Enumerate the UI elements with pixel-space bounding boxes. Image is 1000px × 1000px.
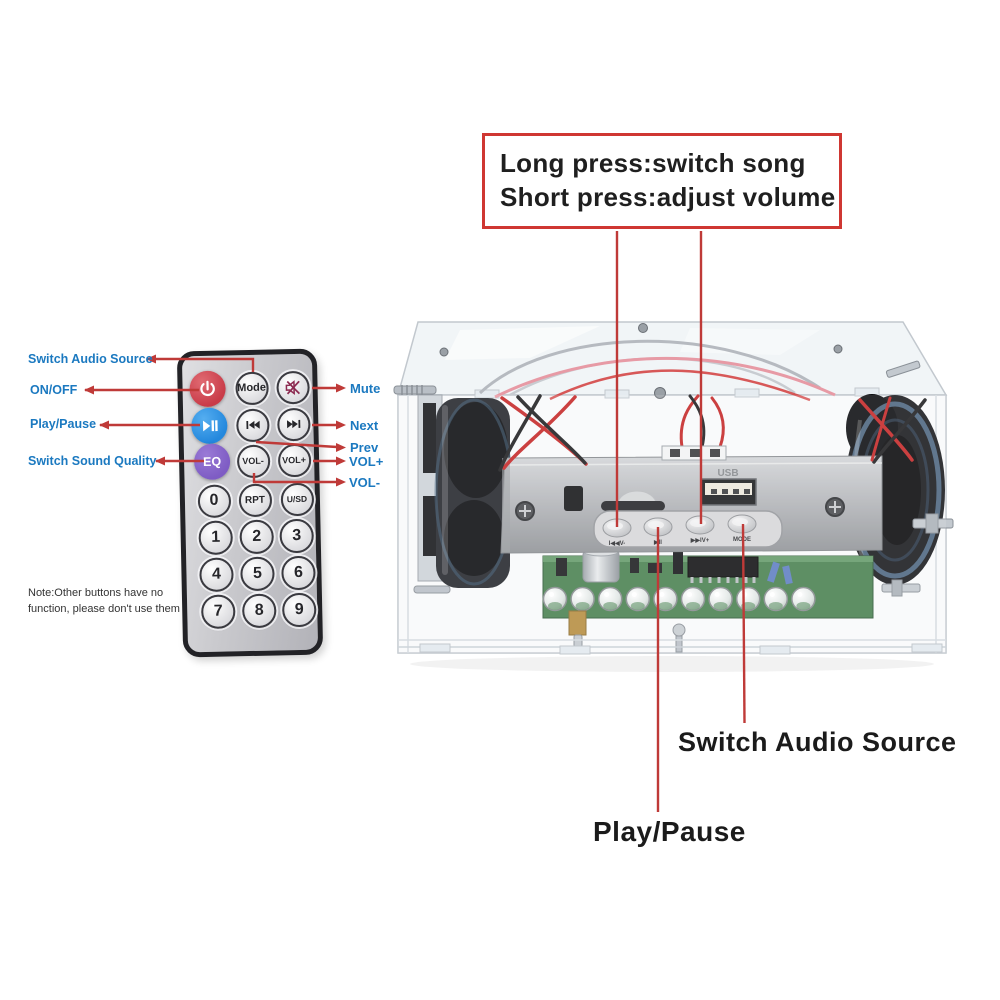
- key-label: 5: [252, 564, 263, 582]
- speaker-wires: [498, 394, 927, 472]
- usb-port: [700, 478, 757, 506]
- remote-control: Mode: [176, 348, 324, 658]
- led: [625, 586, 651, 612]
- remote-button-5: 5: [240, 556, 275, 592]
- mute-icon: [285, 379, 300, 395]
- key-label: 1: [211, 528, 221, 546]
- remote-button-7: 7: [200, 594, 236, 630]
- lid-screw: [439, 323, 843, 399]
- vol-minus-label: VOL-: [242, 455, 264, 467]
- remote-note-line2: function, please don't use them: [28, 602, 180, 615]
- key-label: 8: [254, 601, 264, 619]
- decoder-panel: USB: [500, 455, 883, 554]
- info-box-line2: Short press:adjust volume: [500, 182, 836, 212]
- acrylic-front-sheen: [398, 395, 946, 653]
- remote-button-power: [189, 370, 226, 408]
- vol-plus-label: VOL+: [282, 454, 307, 466]
- led: [680, 586, 706, 612]
- key-label: 7: [213, 602, 223, 620]
- key-label: 4: [211, 565, 222, 583]
- panel-button-prev-volminus: [602, 518, 632, 538]
- label-vol-minus: VOL-: [349, 475, 381, 490]
- amplifier-ic: [687, 556, 759, 583]
- remote-button-9: 9: [281, 592, 317, 628]
- remote-button-next: [276, 407, 311, 441]
- panel-button-next-volplus: [685, 515, 715, 535]
- remote-button-0: 0: [197, 483, 231, 518]
- remote-button-usd: U/SD: [280, 482, 314, 516]
- key-label: 2: [252, 527, 262, 545]
- next-icon: [286, 419, 300, 429]
- key-label: 6: [293, 563, 304, 582]
- bottom-label-play-pause: Play/Pause: [593, 816, 746, 847]
- play-pause-icon: [202, 420, 218, 432]
- key-label: 3: [292, 526, 302, 545]
- left-speaker: [393, 385, 514, 594]
- amplifier-pcb: [542, 545, 874, 653]
- power-icon: [200, 380, 215, 397]
- aux-jack: [564, 486, 583, 511]
- panel-label-prev: I◀◀V-: [609, 540, 626, 547]
- remote-button-rpt: RPT: [238, 483, 272, 517]
- label-switch-audio-source: Switch Audio Source: [28, 352, 153, 366]
- prev-icon: [245, 420, 260, 430]
- remote-button-6: 6: [281, 555, 316, 591]
- power-connector: [661, 445, 727, 461]
- right-mount-bolt: [881, 360, 954, 597]
- led: [708, 586, 733, 612]
- remote-button-8: 8: [241, 593, 277, 629]
- label-prev: Prev: [350, 440, 379, 455]
- internal-wires: [478, 339, 836, 402]
- case-base: [398, 639, 946, 672]
- info-box: Long press:switch song Short press:adjus…: [482, 133, 842, 229]
- eq-label: EQ: [202, 454, 222, 469]
- led: [653, 586, 678, 612]
- led: [597, 586, 623, 612]
- speaker-device: USB: [393, 321, 954, 672]
- mode-label: Mode: [237, 381, 267, 395]
- key-label: RPT: [244, 494, 266, 506]
- remote-button-mute: [275, 370, 310, 404]
- remote-button-1: 1: [198, 520, 234, 556]
- label-on-off: ON/OFF: [30, 383, 78, 397]
- remote-button-vol-plus: VOL+: [277, 443, 311, 477]
- remote-button-play-pause: [191, 407, 228, 445]
- key-label: 9: [294, 600, 304, 619]
- remote-button-eq: EQ: [193, 443, 231, 481]
- label-next: Next: [350, 418, 379, 433]
- remote-note-line1: Note:Other buttons have no: [28, 587, 164, 599]
- led: [542, 586, 568, 612]
- led: [763, 586, 789, 612]
- key-label: U/SD: [286, 493, 308, 505]
- label-play-pause: Play/Pause: [30, 417, 97, 431]
- remote-note: Note:Other buttons have no function, ple…: [28, 586, 198, 618]
- info-box-line1: Long press:switch song: [500, 148, 806, 178]
- label-mute: Mute: [350, 381, 381, 396]
- remote-button-prev: [235, 408, 270, 442]
- label-vol-plus: VOL+: [349, 454, 384, 469]
- remote-button-2: 2: [239, 519, 275, 555]
- usb-label: USB: [717, 468, 738, 479]
- base-screw: [672, 623, 686, 653]
- remote-button-3: 3: [279, 518, 315, 554]
- key-label: 0: [209, 491, 219, 509]
- remote-button-4: 4: [199, 557, 234, 593]
- panel-screw: [515, 497, 845, 521]
- panel-label-next: ▶▶IV+: [690, 537, 710, 544]
- label-switch-sound-quality: Switch Sound Quality: [28, 454, 157, 468]
- remote-button-vol-minus: VOL-: [236, 444, 270, 478]
- bottom-label-switch-audio-source: Switch Audio Source: [678, 727, 957, 757]
- left-mount-bolt: [393, 385, 451, 594]
- remote-button-mode: Mode: [234, 371, 269, 405]
- led: [791, 586, 816, 612]
